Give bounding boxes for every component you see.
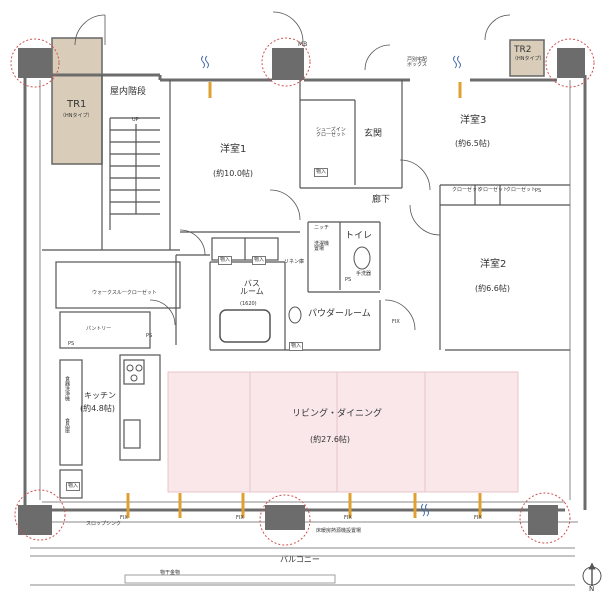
kitchen-size: (約4.8帖) (80, 404, 115, 413)
fix-label-1: FIX (392, 319, 400, 325)
interior-walls (42, 75, 570, 499)
walk-in-closet-label: ウォークスルークローゼット (92, 290, 157, 296)
storage-tag-4: 物入 (289, 342, 304, 351)
ps-label-1: PS (535, 188, 542, 194)
room-western3-name: 洋室3 (460, 115, 487, 126)
niche-label: ニッチ (314, 225, 330, 231)
closet-label-2: クローゼット (478, 187, 509, 193)
fix-label-4: FIX (344, 515, 352, 521)
room-western2-size: (約6.6帖) (475, 284, 510, 293)
storage-tag-3: 物入 (252, 256, 267, 265)
bath-label: バス ルーム (240, 279, 264, 296)
stove (126, 364, 143, 382)
closet-label-1: クローゼット (452, 187, 483, 193)
toilet-bowl (353, 246, 371, 270)
washbasin (288, 306, 302, 324)
tr1-sub-label: （HNタイプ） (60, 113, 93, 119)
room-western1-size: (約10.0帖) (213, 169, 254, 178)
dishwasher-label: 食器洗浄機 (64, 376, 70, 401)
closet-label-3: クローゼット (506, 187, 537, 193)
heat-pump-label: 床暖房熱源機設置場 (316, 528, 362, 534)
ps-label-4: PS (146, 333, 153, 339)
hallway-label: 廊下 (372, 195, 391, 205)
balcony-label: バルコニー (280, 555, 320, 564)
ps-label-3: PS (68, 341, 75, 347)
hand-wash-label: 手洗器 (356, 271, 372, 277)
food-storage-label: 食品庫 (64, 418, 70, 433)
entrance-label: 玄関 (364, 129, 383, 139)
north-label: N (589, 585, 595, 593)
pantry-label: パントリー (86, 326, 112, 332)
balcony-rails (22, 521, 578, 586)
living-name: リビング・ダイニング (292, 409, 383, 419)
vent-waves (201, 55, 461, 517)
powder-label: パウダールーム (308, 309, 371, 319)
column-circles (10, 37, 595, 546)
room-western1-name: 洋室1 (220, 144, 247, 155)
tr1-shaft (51, 37, 103, 165)
bath-size: (1620) (240, 301, 257, 307)
stairs-up-label: UP (132, 117, 139, 123)
north-arrow-icon (582, 562, 602, 586)
mb-label: MB (298, 41, 308, 48)
room-western2-name: 洋室2 (480, 259, 507, 270)
doors (74, 11, 511, 331)
delivery-box-label: 戸別宅配 ボックス (407, 57, 428, 68)
bathtub (219, 309, 271, 343)
linen-label: リネン庫 (284, 259, 305, 265)
arrows (126, 82, 482, 518)
tr2-label: TR2 (514, 45, 532, 55)
room-western3-size: (約6.5帖) (455, 139, 490, 148)
fix-label-2: FIX (120, 515, 128, 521)
kitchen-name: キッチン (84, 391, 116, 400)
fix-label-3: FIX (236, 515, 244, 521)
tr1-label: TR1 (67, 99, 87, 110)
columns (18, 48, 585, 535)
laundry-pole-label: 物干金物 (160, 570, 181, 576)
fix-label-5: FIX (474, 515, 482, 521)
living-size: (約27.6帖) (310, 435, 351, 444)
storage-tag-2: 物入 (218, 256, 233, 265)
tr2-sub-label: （HNタイプ） (512, 56, 545, 62)
ps-label-2: PS (345, 277, 352, 283)
tr2-shaft (509, 39, 545, 77)
storage-tag-5: 物入 (66, 482, 81, 491)
storage-tag-1: 物入 (314, 168, 329, 177)
stairs-label: 屋内階段 (110, 87, 147, 97)
shoes-closet-label: シューズイン クローゼット (316, 127, 347, 138)
laundry-pole (124, 574, 336, 584)
slop-sink-label: スロップシンク (86, 521, 122, 527)
living-floor (167, 371, 519, 493)
washer-label: 洗濯機 置場 (314, 241, 330, 252)
toilet-label: トイレ (345, 231, 373, 241)
